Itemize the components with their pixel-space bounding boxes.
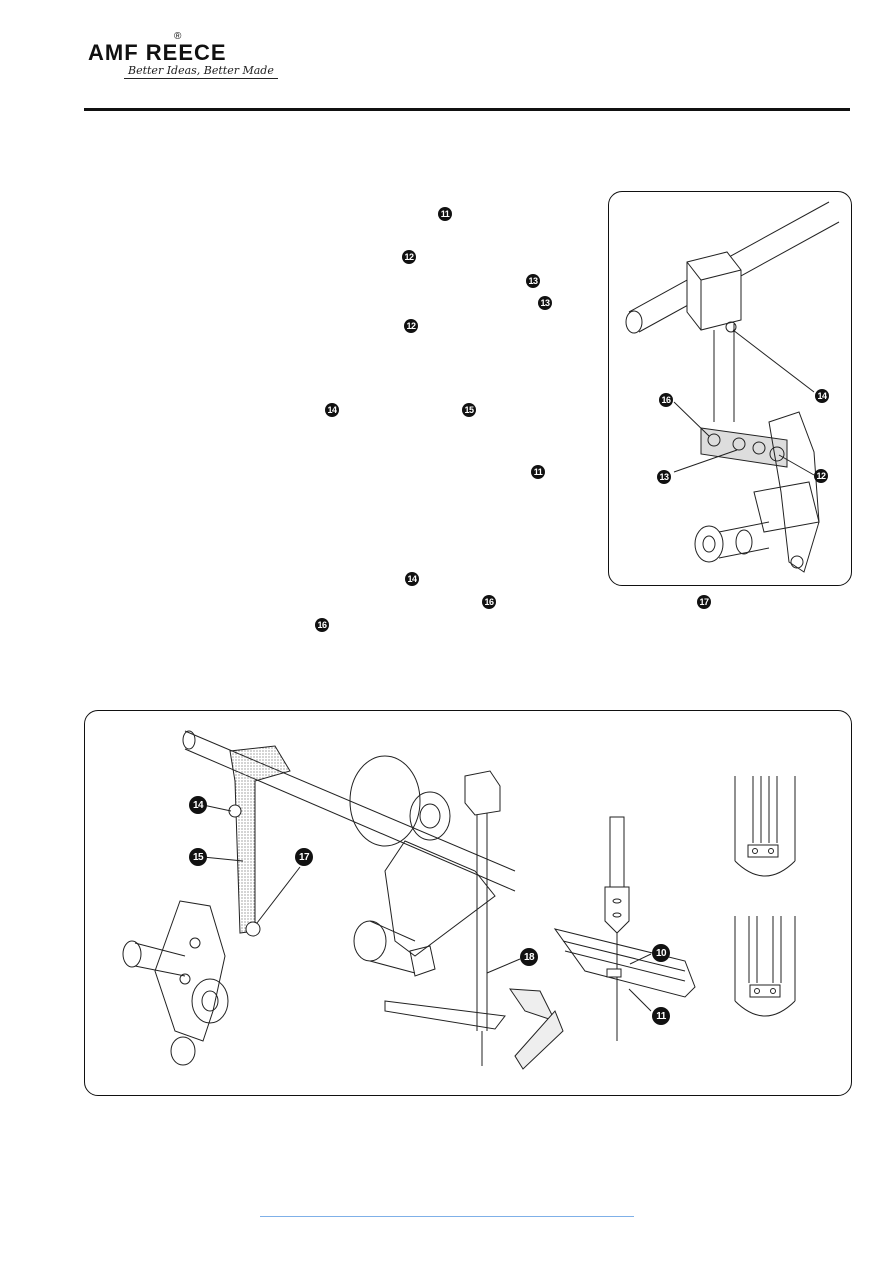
marker-14: 14 — [405, 572, 419, 586]
marker-12: 12 — [404, 319, 418, 333]
amf-reece-logo: AMF REECE ® Better Ideas, Better Made — [88, 31, 308, 84]
marker-11: 11 — [531, 465, 545, 479]
marker-14: 14 — [325, 403, 339, 417]
callout-14: 14 — [189, 796, 207, 814]
callout-10: 10 — [652, 944, 670, 962]
marker-15: 15 — [462, 403, 476, 417]
callout-15: 15 — [189, 848, 207, 866]
marker-12: 12 — [402, 250, 416, 264]
needle-alignment-drawing — [122, 730, 796, 1070]
marker-13: 13 — [526, 274, 540, 288]
callout-12: 12 — [814, 469, 828, 483]
bottom-figure-panel: 14 15 17 18 10 11 — [84, 710, 852, 1096]
brand-name: AMF REECE — [88, 40, 227, 65]
callout-17: 17 — [295, 848, 313, 866]
footer-link-line — [260, 1216, 634, 1217]
registered-mark: ® — [174, 31, 182, 42]
callout-18: 18 — [520, 948, 538, 966]
marker-17: 17 — [697, 595, 711, 609]
marker-13: 13 — [538, 296, 552, 310]
top-figure-panel: 16 14 13 12 — [608, 191, 852, 586]
callout-14: 14 — [815, 389, 829, 403]
header-rule — [84, 108, 850, 111]
callout-16: 16 — [659, 393, 673, 407]
callout-13: 13 — [657, 470, 671, 484]
marker-16: 16 — [315, 618, 329, 632]
callout-11: 11 — [652, 1007, 670, 1025]
marker-11: 11 — [438, 207, 452, 221]
brand-tagline: Better Ideas, Better Made — [124, 64, 278, 79]
marker-16: 16 — [482, 595, 496, 609]
needle-bar-linkage-drawing — [625, 201, 840, 573]
